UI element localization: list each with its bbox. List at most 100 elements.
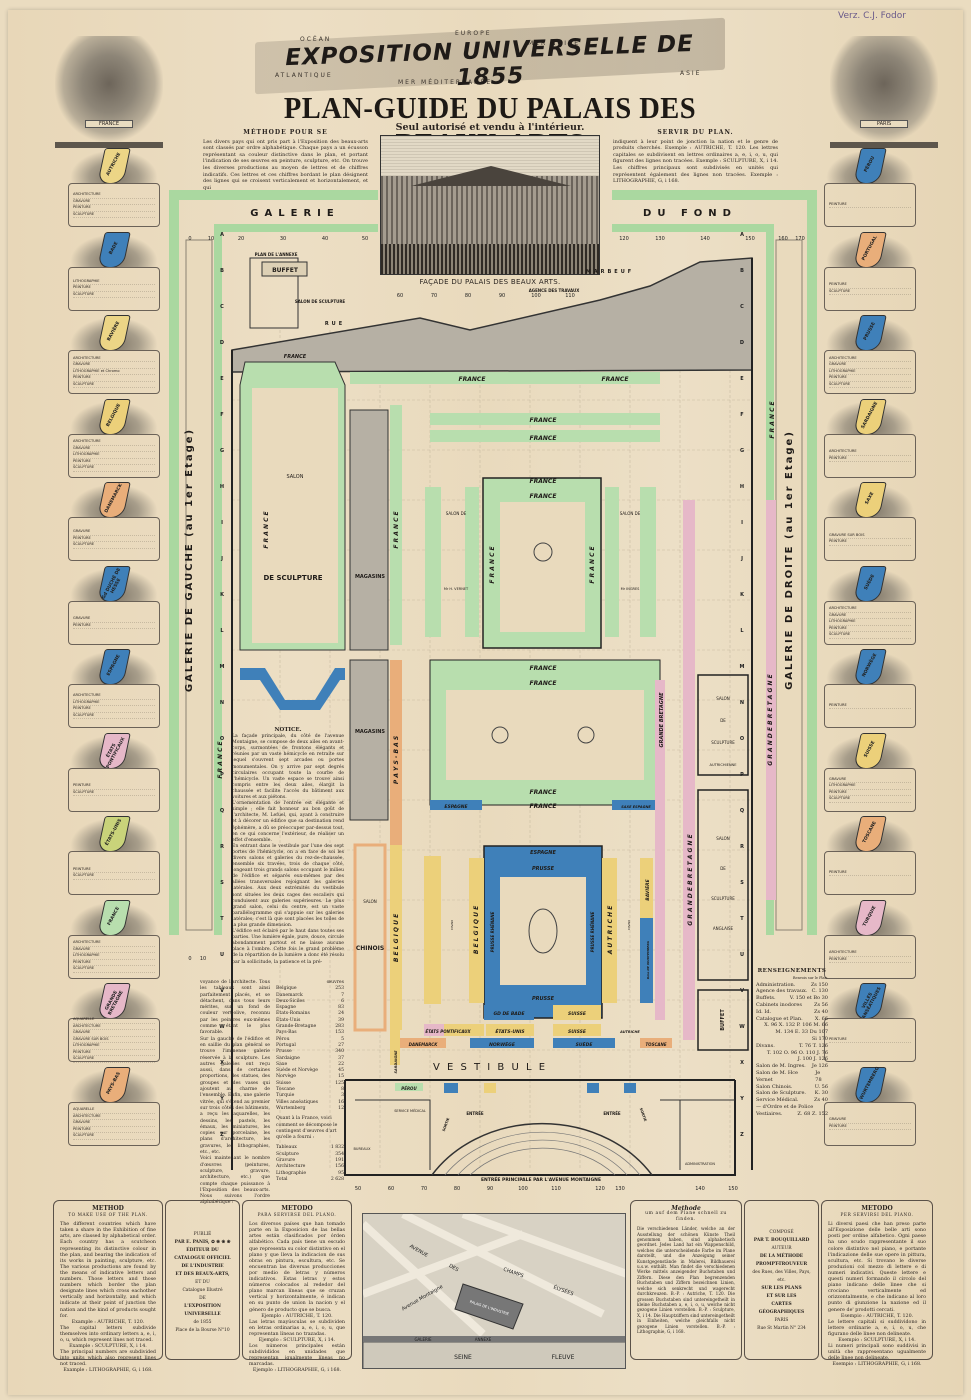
category-name: SCULPTURE <box>73 789 95 794</box>
method-example: Ejemplo : SCULPTURE, X, i 14. <box>258 1337 336 1343</box>
method-example: Esempio : LITHOGRAPHIE, G, i 168. <box>832 1362 922 1368</box>
category-name: LITHOGRAPHIE <box>73 1043 100 1048</box>
notice-paragraph: La façade principale, du côté de l'avenu… <box>232 734 344 801</box>
category-row: GRAVURE <box>73 947 155 954</box>
country: Saxe <box>276 1061 288 1067</box>
scale-tick: 130 <box>615 1186 625 1192</box>
room-label: DE SCULPTURE <box>263 574 322 582</box>
publisher-line: PROMPT-TROUVEUR <box>755 1262 808 1267</box>
collector-stamp: Verz. C.J. Fodor <box>838 11 906 21</box>
count-unit: œuvres <box>326 980 344 985</box>
zone-label: F R A N C E <box>769 400 776 438</box>
row-letter: I <box>741 520 743 526</box>
street-label: MARBEUF <box>586 269 634 275</box>
method-example: Ejemplo : AUTRICHE, T. 120. <box>261 1313 333 1319</box>
scale-tick: 150 <box>745 236 755 242</box>
publisher-line: Catalogue Illustré <box>182 1288 223 1293</box>
method-german: Methode um auf dem Plane schnell zu find… <box>630 1200 742 1360</box>
category-name: LITHOGRAPHIE <box>73 953 100 958</box>
info-label: Divans. <box>756 1042 775 1049</box>
category-name: GRAVURE SUR BOIS <box>73 1036 109 1041</box>
count: 340 <box>335 1049 344 1055</box>
country: États-Romains <box>276 1011 310 1017</box>
inset-label: FLEUVE <box>552 1354 575 1361</box>
country: Sardaigne <box>276 1055 300 1061</box>
count: 253 <box>335 986 344 992</box>
zone-label: PRUSSE <box>532 866 555 872</box>
exit-label: SORTIE <box>639 1107 648 1122</box>
scale-tick: 70 <box>431 293 437 299</box>
country: États-Unis <box>276 1017 301 1023</box>
category-row: SCULPTURE <box>73 292 155 299</box>
map-label: ATLANTIQUE <box>275 72 333 79</box>
top-service-block <box>231 257 753 373</box>
map-label: MER MÉDITERRANÉE <box>398 79 493 86</box>
category-name: SCULPTURE <box>73 712 95 717</box>
category-row: PEINTURE <box>829 790 911 796</box>
category-box: PEINTURE <box>824 851 916 895</box>
method-text: indiquent à leur point de jonction la na… <box>613 138 778 185</box>
category-row: GRAVURE <box>73 362 155 369</box>
count: 83 <box>338 1005 344 1011</box>
publisher-line: ÉDITEUR DU <box>186 1248 219 1253</box>
category-name: SCULPTURE <box>829 796 851 800</box>
zone-label: ÉTATS PONTIFICAUX <box>425 1029 471 1034</box>
row-letter: O <box>220 736 224 742</box>
info-ref: Zs 40 <box>814 1097 828 1104</box>
publisher-line: de 1855 <box>193 1320 212 1325</box>
info-ref: T. 102 O. 96 O. 110 J. 76 <box>766 1049 828 1056</box>
method-title: METODO <box>861 1205 893 1212</box>
category-row: PEINTURE <box>73 960 155 967</box>
category-row: GRAVURE <box>829 777 911 783</box>
category-row: GRAVURE <box>73 199 155 205</box>
zone-label: BAVIÈRE <box>644 878 651 900</box>
info-ref: C. 130 <box>811 988 828 995</box>
notice-paragraph: L'édifice est éclairé par le haut dans t… <box>232 929 344 965</box>
notice-continued: voyance de l'architecte. Tous les tablea… <box>200 980 270 1207</box>
renseignements-heading: RENSEIGNEMENTS <box>757 968 827 974</box>
scale-tick: 60 <box>397 293 403 299</box>
plan-label: BUFFET <box>272 267 299 274</box>
category: Total <box>276 1176 288 1182</box>
category-row: PEINTURE <box>73 1050 155 1057</box>
scale-tick: 50 <box>362 236 368 242</box>
method-example: Example : LITHOGRAPHIE, G, i 168. <box>63 1368 153 1374</box>
category-name: GRAVURE <box>73 1120 91 1125</box>
room-label: SALON <box>716 696 730 701</box>
row-letter: Y <box>219 1096 224 1102</box>
plan-label: SALON DE SCULPTURE <box>295 299 346 304</box>
info-row: Service Médical.Zs 40 <box>756 1097 828 1104</box>
category-name: PEINTURE <box>73 1126 91 1131</box>
info-ref: T. 76 T. 126 <box>798 1042 828 1049</box>
method-text: Les divers pays qui ont pris part à l'Ex… <box>203 138 368 191</box>
row-letter: X <box>740 1060 744 1066</box>
category-row: PEINTURE <box>73 867 155 873</box>
map-label: EUROPE <box>455 30 492 37</box>
category-row: GRAVURE <box>73 529 155 536</box>
category-row: SCULPTURE <box>829 289 911 295</box>
count: 191 <box>335 1158 344 1164</box>
info-row: X. 96 X. 132 P. 106 M. 66 <box>756 1022 828 1029</box>
category-box: PEINTURE <box>824 684 916 728</box>
info-label: Salon Chinois. <box>756 1083 793 1090</box>
category-row: LITHOGRAPHIE <box>73 1043 155 1050</box>
method-example: Ejemplo : LITHOGRAPHIE, G, i 168. <box>252 1368 342 1374</box>
